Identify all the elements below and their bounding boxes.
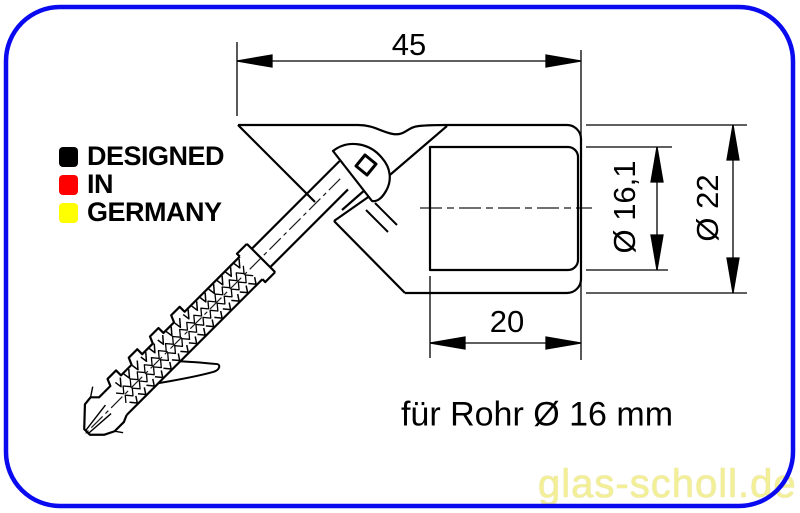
dim-label-length: 45 (391, 27, 427, 62)
screw-head-rim-lines (365, 202, 398, 233)
caption-text: für Rohr Ø 16 mm (400, 395, 674, 434)
watermark-logo: glas-scholl.de (538, 462, 797, 506)
break-line-curve (357, 123, 448, 136)
dim-label-inner-diameter: Ø 16,1 (607, 160, 642, 254)
dim-label-outer-diameter: Ø 22 (690, 174, 725, 242)
holder-body (237, 123, 583, 295)
plug-tip (83, 391, 128, 436)
holder-outline-right (405, 123, 583, 295)
dim-label-depth: 20 (489, 304, 525, 339)
flag-label: IN (87, 169, 114, 199)
dim-45 (236, 42, 582, 360)
flag-label: DESIGNED (87, 141, 225, 171)
flag-row-in: IN (59, 169, 224, 199)
flag-red-square-icon (59, 174, 78, 195)
flag-black-square-icon (59, 146, 78, 167)
flag-label: GERMANY (87, 197, 222, 227)
plug-lower-edge (125, 278, 264, 416)
plug-lower-teeth (129, 276, 257, 404)
designed-in-germany-block: DESIGNED IN GERMANY (59, 141, 225, 227)
flag-yellow-square-icon (59, 202, 78, 223)
screw-thread-zigzag-lower (124, 274, 254, 404)
screw-head (331, 142, 398, 233)
flag-row-designed: DESIGNED (59, 141, 225, 171)
flag-row-germany: GERMANY (59, 197, 224, 227)
